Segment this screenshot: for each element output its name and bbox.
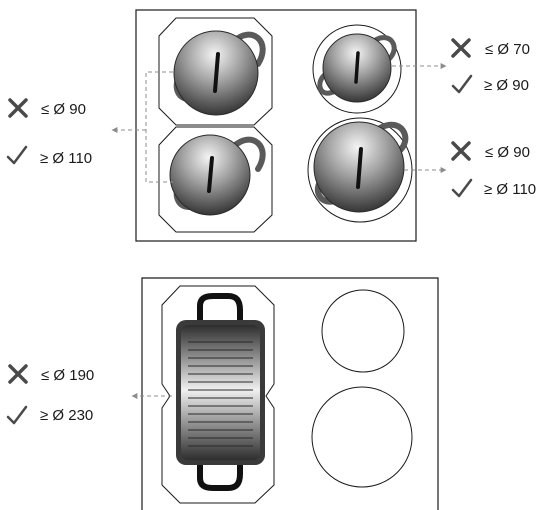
top-hob: [112, 9, 447, 242]
right-small-zone-limits: ≤ Ø 70 ≥ Ø 90: [451, 38, 530, 94]
pot-right-small: [317, 33, 397, 103]
bottom-hob: [131, 277, 439, 510]
right-small-not-ok-label: ≤ Ø 70: [485, 41, 530, 58]
bridge-zone-limits: ≤ Ø 190 ≥ Ø 230: [6, 364, 94, 425]
bridge-not-ok-label: ≤ Ø 190: [41, 367, 94, 384]
bridge-zone-outline: [161, 285, 275, 504]
right-large-zone-limits: ≤ Ø 90 ≥ Ø 110: [451, 141, 536, 198]
cross-icon: [8, 364, 28, 384]
check-icon: [6, 405, 28, 425]
pot-right-large: [313, 121, 409, 213]
pot-left-front: [173, 30, 266, 116]
right-large-ok-label: ≥ Ø 110: [484, 181, 536, 198]
check-icon: [451, 178, 473, 198]
top-hob-frame: [135, 9, 417, 242]
left-zones-bracket: [112, 71, 173, 183]
right-large-not-ok-label: ≤ Ø 90: [485, 144, 530, 161]
grill-pan: [176, 293, 265, 491]
bridge-ok-label: ≥ Ø 230: [40, 407, 93, 424]
left-zone-limits: ≤ Ø 90 ≥ Ø 110: [6, 98, 92, 167]
right-small-ok-label: ≥ Ø 90: [484, 77, 529, 94]
cross-icon: [8, 98, 28, 118]
pot-left-rear: [169, 134, 266, 216]
zone-bottom-right-small-outline: [321, 289, 405, 373]
cross-icon: [451, 38, 471, 58]
check-icon: [6, 145, 28, 165]
left-not-ok-label: ≤ Ø 90: [41, 101, 86, 118]
zone-left-front-outline: [158, 17, 273, 126]
zone-bottom-right-large-outline: [311, 386, 413, 488]
bottom-hob-frame: [141, 277, 439, 510]
check-icon: [451, 74, 473, 94]
zone-right-small-outline: [312, 24, 402, 114]
cross-icon: [451, 141, 471, 161]
zone-left-rear-outline: [158, 126, 273, 233]
left-ok-label: ≥ Ø 110: [40, 150, 92, 167]
